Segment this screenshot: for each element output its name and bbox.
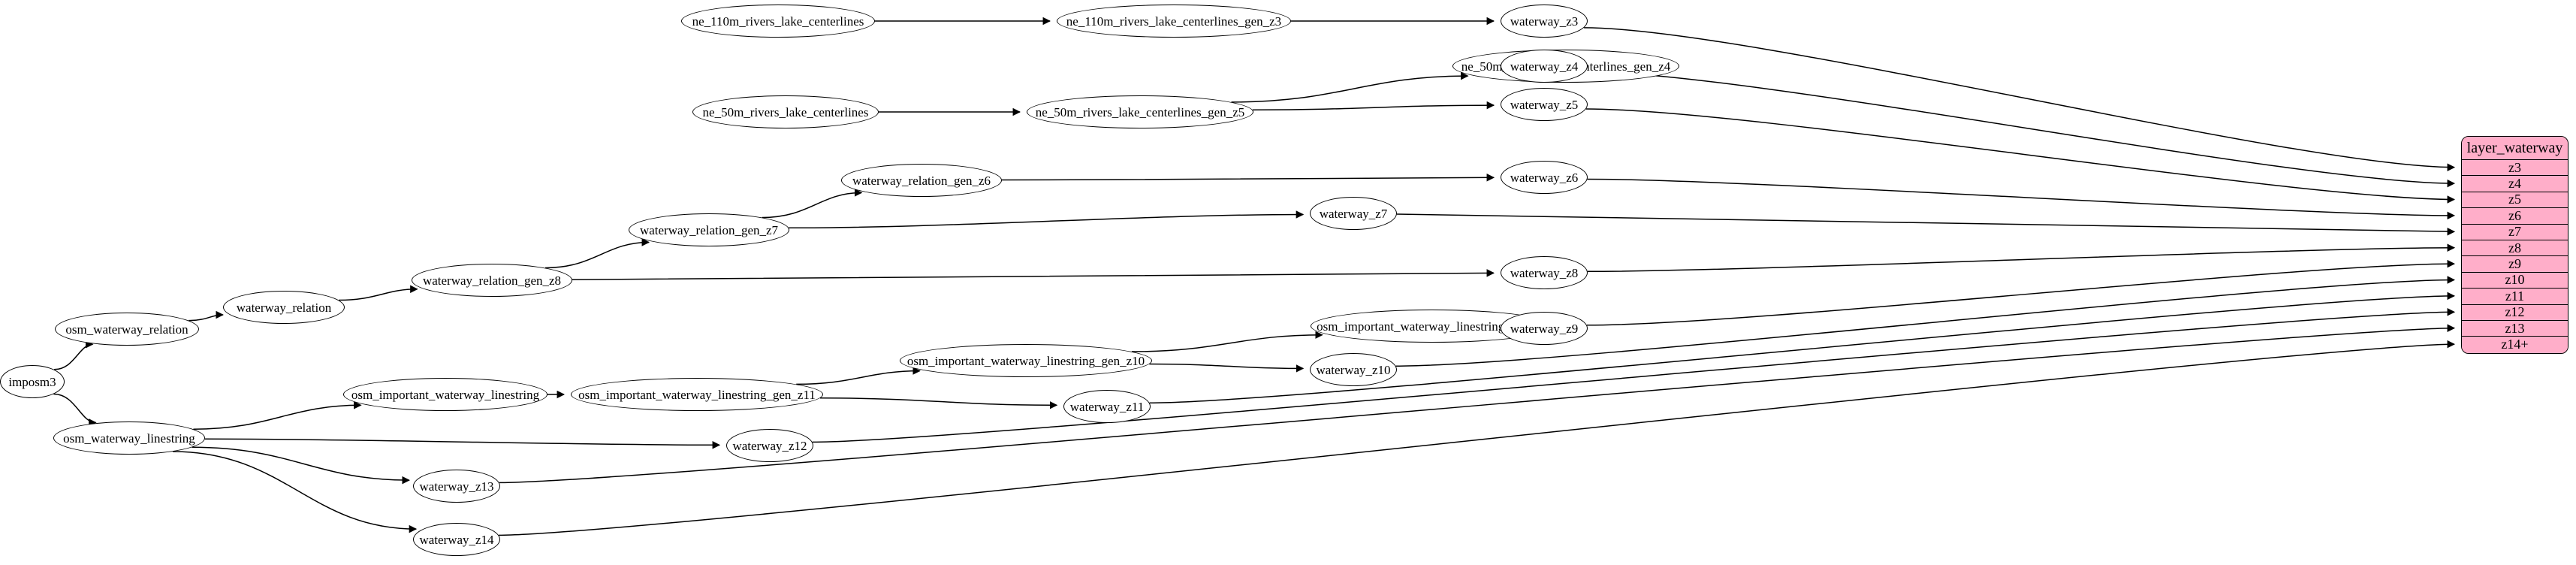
node-label: waterway_z12: [732, 438, 807, 453]
table-row[interactable]: z8: [2462, 240, 2568, 257]
edge-waterway_relation_gen_z7-to-waterway_relation_gen_z6: [762, 189, 863, 219]
node-label: waterway_z11: [1069, 399, 1145, 414]
node-label: osm_important_waterway_linestring_gen_z9: [1317, 319, 1548, 334]
edge-osm_important_waterway_linestring_gen_z10-to-waterway_z10: [1149, 363, 1305, 373]
node-label: waterway_z4: [1510, 59, 1579, 74]
table-row[interactable]: z4: [2462, 176, 2568, 192]
node-waterway_relation_gen_z6[interactable]: waterway_relation_gen_z6: [841, 164, 1002, 197]
node-label: waterway_z9: [1510, 321, 1579, 336]
edge-imposm3-to-osm_waterway_linestring: [53, 393, 97, 427]
node-label: waterway_z6: [1510, 170, 1579, 185]
node-label: imposm3: [8, 374, 56, 389]
edge-waterway_relation_gen_z7-to-waterway_z7: [789, 210, 1305, 229]
edge-osm_waterway_relation-to-waterway_relation: [189, 310, 224, 322]
node-waterway_relation_gen_z8[interactable]: waterway_relation_gen_z8: [412, 264, 572, 297]
table-row[interactable]: z5: [2462, 192, 2568, 209]
table-row[interactable]: z3: [2462, 160, 2568, 177]
edge-waterway_z6-to-layer_waterway.z6: [1587, 178, 2456, 220]
node-label: osm_waterway_relation: [65, 322, 189, 337]
node-label: waterway_relation_gen_z7: [639, 222, 779, 237]
table-row[interactable]: z13: [2462, 321, 2568, 337]
node-osm_important_waterway_linestring_gen_z11[interactable]: osm_important_waterway_linestring_gen_z1…: [571, 378, 823, 411]
node-waterway_z12[interactable]: waterway_z12: [726, 429, 813, 462]
table-row[interactable]: z12: [2462, 304, 2568, 321]
table-header: layer_waterway: [2462, 137, 2568, 160]
node-waterway_relation[interactable]: waterway_relation: [223, 291, 345, 324]
node-waterway_z5[interactable]: waterway_z5: [1501, 88, 1588, 121]
node-waterway_z3[interactable]: waterway_z3: [1501, 5, 1588, 38]
node-label: waterway_z3: [1510, 14, 1579, 29]
table-row[interactable]: z10: [2462, 272, 2568, 289]
edge-osm_important_waterway_linestring_gen_z10-to-osm_important_waterway_linestring_gen_z9: [1131, 331, 1323, 352]
edge-imposm3-to-osm_waterway_relation: [54, 340, 94, 370]
edge-waterway_relation_gen_z8-to-waterway_relation_gen_z7: [544, 238, 650, 269]
node-label: ne_50m_rivers_lake_centerlines_gen_z5: [1035, 104, 1245, 119]
edge-waterway_z4-to-layer_waterway.z4: [1585, 71, 2456, 188]
edge-waterway_z13-to-layer_waterway.z13: [499, 324, 2456, 484]
node-waterway_z11[interactable]: waterway_z11: [1063, 390, 1151, 423]
node-ne_110m_rivers_lake_centerlines[interactable]: ne_110m_rivers_lake_centerlines: [681, 5, 875, 38]
node-osm_waterway_linestring[interactable]: osm_waterway_linestring: [53, 421, 205, 455]
edge-waterway_relation_gen_z6-to-waterway_z6: [1001, 174, 1495, 182]
edge-waterway_z3-to-layer_waterway.z3: [1584, 27, 2456, 171]
edge-osm_waterway_linestring-to-osm_important_waterway_linestring: [193, 401, 362, 430]
node-label: waterway_relation_gen_z8: [422, 273, 562, 288]
node-label: waterway_relation_gen_z6: [852, 173, 991, 188]
node-label: waterway_z5: [1510, 97, 1579, 112]
table-row[interactable]: z6: [2462, 208, 2568, 225]
table-row[interactable]: z11: [2462, 289, 2568, 305]
node-label: waterway_z14: [419, 532, 494, 547]
edge-osm_important_waterway_linestring_gen_z11-to-waterway_z11: [819, 397, 1058, 409]
edge-osm_important_waterway_linestring_gen_z11-to-osm_important_waterway_linestring_gen_z10: [796, 367, 921, 385]
node-label: osm_important_waterway_linestring_gen_z1…: [906, 353, 1145, 368]
edge-osm_waterway_linestring-to-waterway_z14: [173, 451, 418, 533]
edge-waterway_relation-to-waterway_relation_gen_z8: [339, 285, 418, 301]
node-label: waterway_z13: [419, 479, 494, 494]
edge-waterway_z8-to-layer_waterway.z8: [1587, 243, 2456, 273]
node-label: ne_110m_rivers_lake_centerlines_gen_z3: [1066, 14, 1282, 29]
node-label: waterway_z10: [1316, 362, 1391, 377]
edge-ne_50m_rivers_lake_centerlines_gen_z5-to-waterway_z5: [1252, 101, 1495, 110]
node-ne_50m_rivers_lake_centerlines[interactable]: ne_50m_rivers_lake_centerlines: [692, 95, 879, 128]
node-label: osm_important_waterway_linestring_gen_z1…: [578, 387, 816, 402]
node-waterway_z10[interactable]: waterway_z10: [1310, 353, 1397, 386]
node-label: waterway_relation: [236, 300, 332, 315]
edge-waterway_z11-to-layer_waterway.z11: [1149, 292, 2456, 403]
node-waterway_z8[interactable]: waterway_z8: [1501, 256, 1588, 289]
edge-osm_waterway_linestring-to-waterway_z12: [204, 438, 721, 449]
edge-osm_waterway_linestring-to-waterway_z13: [192, 446, 410, 485]
node-ne_50m_rivers_lake_centerlines_gen_z5[interactable]: ne_50m_rivers_lake_centerlines_gen_z5: [1027, 95, 1253, 128]
edge-waterway_z14-to-layer_waterway.z14+: [499, 340, 2456, 536]
edge-waterway_z5-to-layer_waterway.z5: [1585, 108, 2456, 204]
node-label: osm_important_waterway_linestring: [351, 387, 540, 402]
node-label: ne_50m_rivers_lake_centerlines: [702, 104, 869, 119]
edge-waterway_z10-to-layer_waterway.z10: [1395, 276, 2456, 367]
node-waterway_z6[interactable]: waterway_z6: [1501, 161, 1588, 194]
edge-ne_50m_rivers_lake_centerlines_gen_z5-to-ne_50m_rivers_lake_centerlines_gen_z4: [1231, 71, 1469, 103]
node-waterway_z14[interactable]: waterway_z14: [413, 523, 500, 556]
node-osm_waterway_relation[interactable]: osm_waterway_relation: [55, 313, 199, 346]
node-waterway_relation_gen_z7[interactable]: waterway_relation_gen_z7: [629, 213, 789, 246]
node-waterway_z4[interactable]: waterway_z4: [1501, 50, 1588, 83]
node-waterway_z7[interactable]: waterway_z7: [1310, 197, 1397, 230]
edge-waterway_z9-to-layer_waterway.z9: [1586, 259, 2456, 326]
table-row[interactable]: z9: [2462, 256, 2568, 273]
node-label: waterway_z7: [1319, 206, 1388, 221]
node-osm_important_waterway_linestring[interactable]: osm_important_waterway_linestring: [343, 378, 547, 411]
node-waterway_z9[interactable]: waterway_z9: [1501, 312, 1588, 345]
node-osm_important_waterway_linestring_gen_z10[interactable]: osm_important_waterway_linestring_gen_z1…: [900, 344, 1152, 377]
node-label: waterway_z8: [1510, 265, 1579, 280]
node-label: ne_110m_rivers_lake_centerlines: [692, 14, 864, 29]
node-label: osm_waterway_linestring: [63, 431, 195, 446]
edge-waterway_z12-to-layer_waterway.z12: [812, 308, 2456, 443]
table-row[interactable]: z7: [2462, 224, 2568, 240]
node-waterway_z13[interactable]: waterway_z13: [413, 470, 500, 503]
edge-waterway_relation_gen_z8-to-waterway_z8: [572, 269, 1495, 280]
node-ne_110m_rivers_lake_centerlines_gen_z3[interactable]: ne_110m_rivers_lake_centerlines_gen_z3: [1057, 5, 1291, 38]
table-row[interactable]: z14+: [2462, 337, 2568, 353]
node-imposm3[interactable]: imposm3: [0, 365, 65, 398]
